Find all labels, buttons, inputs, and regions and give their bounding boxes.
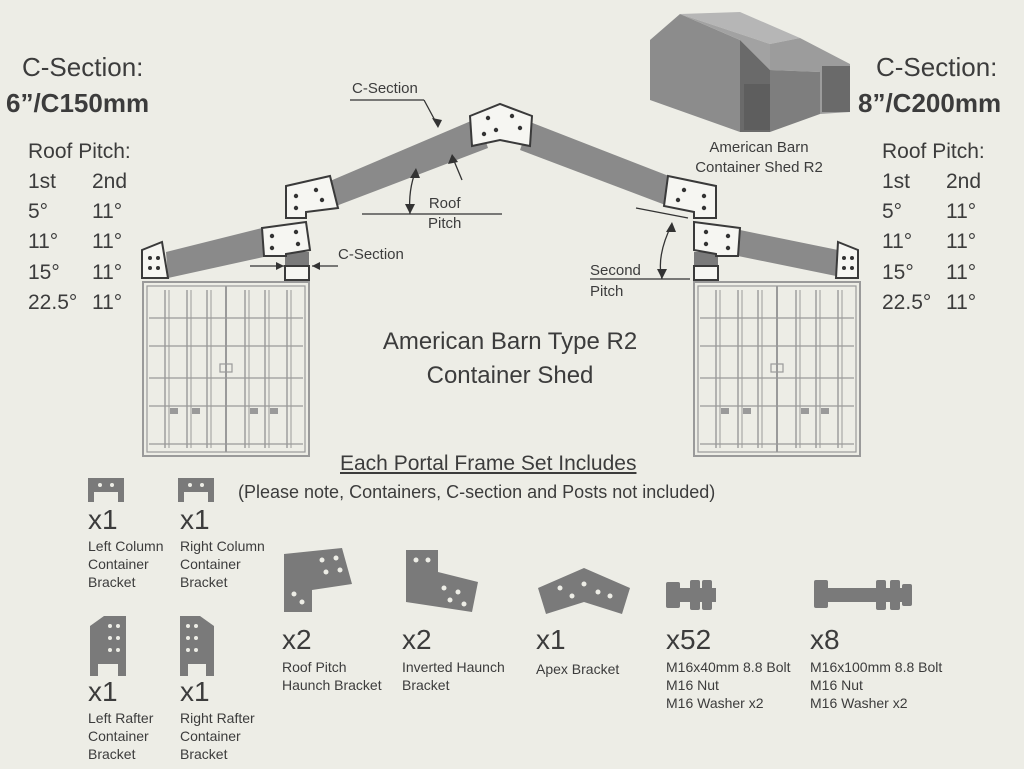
diagram-title-line1: American Barn Type R2 bbox=[382, 328, 638, 355]
includes-heading: Each Portal Frame Set Includes bbox=[340, 452, 637, 475]
bracket-bolt-holes bbox=[148, 113, 854, 270]
right-column-bracket bbox=[693, 265, 719, 281]
left-csection-title: C-Section: bbox=[22, 52, 144, 82]
right-row-first: 11° bbox=[882, 230, 913, 253]
thumbnail-caption: American Barn Container Shed R2 bbox=[695, 139, 823, 176]
item-description: Left Column Container Bracket bbox=[88, 538, 164, 590]
item-qty: x2 bbox=[282, 624, 312, 655]
right-row-second: 11° bbox=[946, 291, 977, 314]
left-upper-rafter bbox=[330, 118, 488, 206]
right-container bbox=[693, 281, 861, 457]
item-description: Right Column Container Bracket bbox=[180, 538, 265, 590]
right-rafter-bracket-icon bbox=[180, 616, 214, 676]
right-row-first: 15° bbox=[882, 261, 914, 284]
right-row-second: 11° bbox=[946, 230, 977, 253]
right-upper-rafter bbox=[520, 122, 674, 206]
inverted-haunch-bracket-icon bbox=[406, 550, 478, 612]
right-row-second: 11° bbox=[946, 200, 977, 223]
item-qty: x2 bbox=[402, 624, 432, 655]
left-row-second: 11° bbox=[92, 230, 123, 253]
left-rafter-bracket-icon bbox=[90, 616, 126, 676]
right-row-second: 11° bbox=[946, 261, 977, 284]
left-container bbox=[142, 281, 310, 457]
left-col1-header: 1st bbox=[28, 170, 57, 193]
item-qty: x1 bbox=[180, 504, 210, 535]
item-qty: x1 bbox=[536, 624, 566, 655]
right-row-first: 22.5° bbox=[882, 291, 932, 314]
left-row-first: 15° bbox=[28, 261, 60, 284]
csection-top-label: C-Section bbox=[352, 80, 418, 97]
right-column-stub bbox=[694, 252, 718, 268]
left-column-stub bbox=[285, 252, 309, 268]
item-qty: x1 bbox=[88, 504, 118, 535]
shed-thumbnail bbox=[650, 12, 850, 132]
annotation-arrowheads bbox=[276, 118, 676, 279]
item-description: Left Rafter Container Bracket bbox=[88, 710, 154, 762]
second-pitch-label: Second Pitch bbox=[590, 262, 641, 300]
right-col1-header: 1st bbox=[882, 170, 911, 193]
item-description: Apex Bracket bbox=[536, 661, 620, 677]
item-description: M16x100mm 8.8 Bolt M16 Nut M16 Washer x2 bbox=[810, 659, 943, 711]
left-haunch-bracket bbox=[285, 174, 340, 219]
left-column-bracket bbox=[284, 265, 310, 281]
apex-bracket-icon bbox=[538, 568, 630, 614]
long-bolt-icon bbox=[814, 580, 912, 610]
right-csection-size: 8”/C200mm bbox=[858, 88, 1002, 118]
right-lower-rafter bbox=[738, 230, 838, 276]
rafters bbox=[166, 118, 838, 278]
item-description: Roof Pitch Haunch Bracket bbox=[282, 659, 382, 693]
item-qty: x1 bbox=[180, 676, 210, 707]
left-row-first: 11° bbox=[28, 230, 59, 253]
item-description: Inverted Haunch Bracket bbox=[402, 659, 505, 693]
roof-pitch-haunch-bracket-icon bbox=[284, 548, 352, 612]
left-pitch-title: Roof Pitch: bbox=[28, 140, 131, 163]
left-row-first: 5° bbox=[28, 200, 49, 223]
csection-side-label: C-Section bbox=[338, 246, 404, 263]
item-qty: x52 bbox=[666, 624, 712, 655]
roof-pitch-label: Roof Pitch bbox=[428, 195, 462, 232]
left-row-second: 11° bbox=[92, 200, 123, 223]
right-pitch-title: Roof Pitch: bbox=[882, 140, 985, 163]
item-qty: x1 bbox=[88, 676, 118, 707]
item-description: Right Rafter Container Bracket bbox=[180, 710, 255, 762]
left-row-second: 11° bbox=[92, 261, 123, 284]
item-qty: x8 bbox=[810, 624, 840, 655]
short-bolt-icon bbox=[666, 580, 716, 610]
includes-note: (Please note, Containers, C-section and … bbox=[238, 482, 716, 502]
left-row-first: 22.5° bbox=[28, 291, 78, 314]
diagram-title-line2: Container Shed bbox=[426, 362, 594, 389]
right-row-first: 5° bbox=[882, 200, 903, 223]
right-col2-header: 2nd bbox=[946, 170, 982, 193]
left-column-bracket-icon bbox=[88, 478, 124, 502]
left-row-second: 11° bbox=[92, 291, 123, 314]
left-csection-size: 6”/C150mm bbox=[6, 88, 150, 118]
right-csection-title: C-Section: bbox=[876, 52, 998, 82]
item-description: M16x40mm 8.8 Bolt M16 Nut M16 Washer x2 bbox=[666, 659, 791, 711]
right-column-bracket-icon bbox=[178, 478, 214, 502]
left-col2-header: 2nd bbox=[92, 170, 128, 193]
left-lower-rafter bbox=[166, 228, 268, 278]
